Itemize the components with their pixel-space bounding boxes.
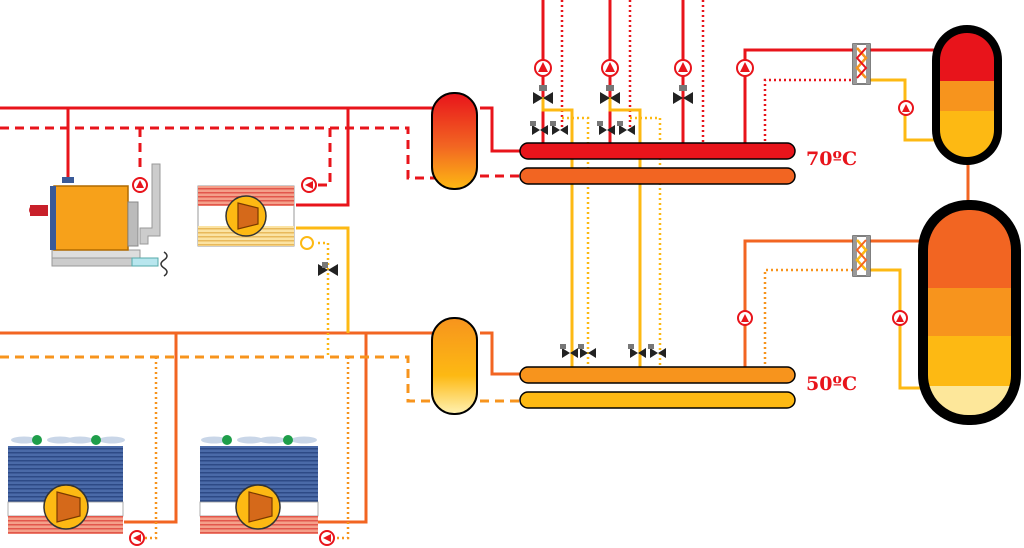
pump-icon [892,310,908,326]
pump-icon [301,177,317,193]
cross-connection-1 [541,97,574,374]
pump-icon [300,236,314,250]
valve-icon [628,344,646,358]
hot-hx-supply [743,48,940,151]
upper-storage-tank [932,25,1002,165]
pump-icon [737,310,753,326]
hot-header-temp-label: 70ºC [806,148,857,170]
warm-buffer-vessel [431,317,478,415]
hot-return-pipe [0,126,520,187]
warm-supply-pipe [0,331,520,524]
pump-icon [736,59,754,77]
valve-icon [318,262,338,276]
warm-supply-header [519,366,796,384]
cross-connection-1-return [562,116,590,374]
valve-icon [648,344,666,358]
lower-heat-exchanger-icon [852,235,871,277]
hot-supply-header [519,142,796,160]
lower-storage-tank [918,200,1021,425]
warm-return-pipe [0,355,520,403]
valve-icons [318,85,693,358]
valve-icon [550,121,568,135]
valve-icon [673,85,693,104]
valve-icon [533,85,553,104]
pipe-network [0,0,970,540]
pump-icon [132,177,148,193]
valve-icon [560,344,578,358]
chiller-return-pipe [144,357,350,540]
chiller-2-icon [199,435,319,534]
hot-buffer-vessel [431,92,478,190]
cross-connection-2-return [630,116,662,374]
warm-header-temp-label: 50ºC [806,373,857,395]
boiler-icon [29,163,168,277]
hot-supply-pipe [0,106,520,207]
warm-hx-supply [743,239,925,374]
heatpump-warm-pipe [296,226,350,333]
pump-icons [129,59,914,546]
pump-icon [601,59,619,77]
heat-pump-icon [197,185,295,247]
warm-return-header [519,391,796,409]
valve-icon [600,85,620,104]
warm-hx-return [763,268,855,374]
valve-icon [578,344,596,358]
lower-tank-return [868,268,925,390]
cross-connection-2 [608,97,642,374]
pump-icon [898,100,914,116]
pump-icon [319,530,335,546]
upper-heat-exchanger-icon [852,43,871,85]
valve-icon [597,121,615,135]
hot-return-header [519,167,796,185]
hot-hx-return [763,78,855,151]
valve-icon [530,121,548,135]
valve-icon [617,121,635,135]
chiller-1-icon [7,435,125,534]
pump-icon [534,59,552,77]
heatpump-warm-dotted [318,241,330,357]
pump-icon [129,530,145,546]
pump-icon [674,59,692,77]
